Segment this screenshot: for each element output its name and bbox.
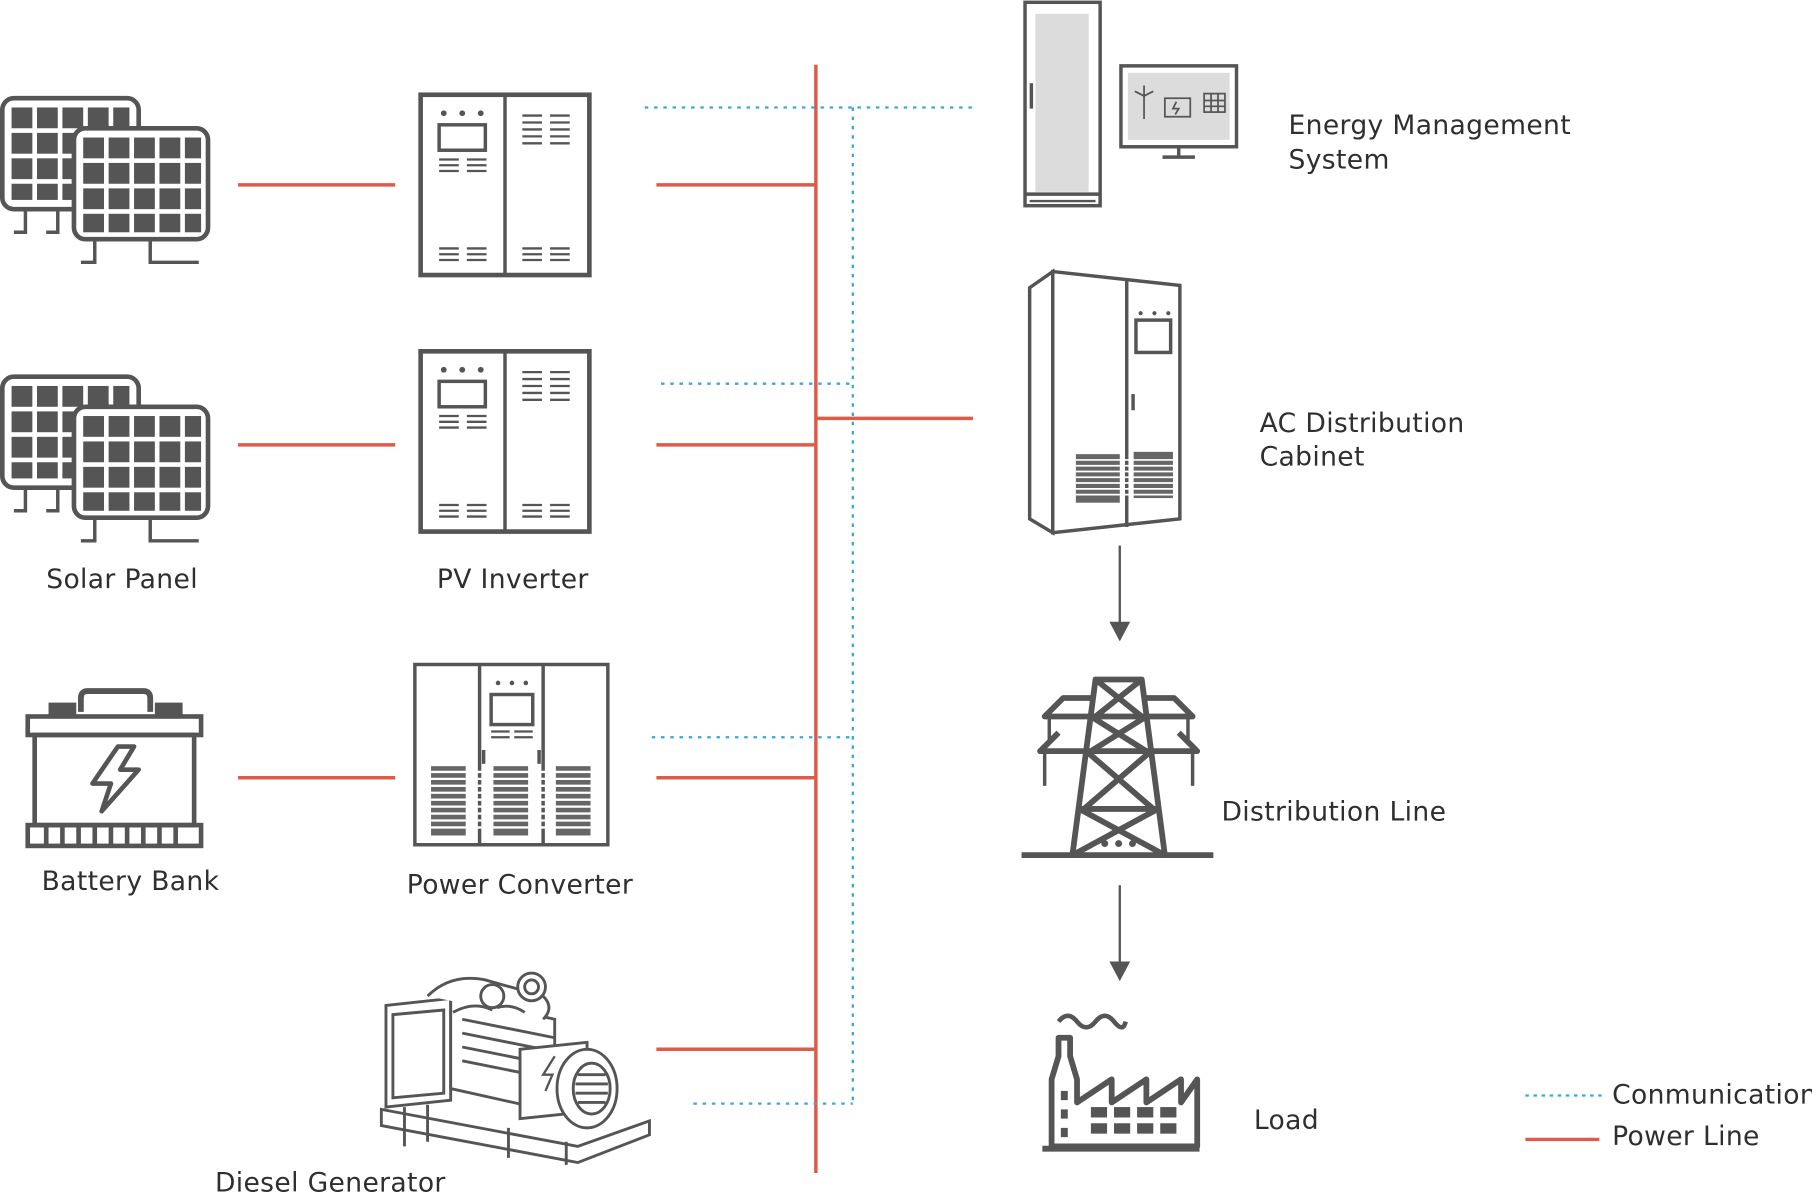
pv-inverter-label: PV Inverter [436,565,589,596]
power-converter-label: Power Converter [406,870,634,901]
solar-panel-icon [2,377,208,541]
distribution-line-label: Distribution Line [1221,797,1447,828]
arrow-down-icon [1109,545,1131,642]
transmission-tower-icon [1021,676,1214,859]
battery-icon [25,688,204,849]
ems-label-line1: Energy Management [1288,110,1571,141]
pv-inverter-icon [421,351,590,531]
factory-icon [1042,1013,1201,1152]
diesel-generator-label: Diesel Generator [214,1168,446,1199]
legend-power-line-label: Power Line [1612,1122,1760,1153]
battery-bank-label: Battery Bank [41,866,220,897]
power-converter-icon [413,662,610,847]
solar-panel-label: Solar Panel [46,565,198,596]
power-lines [238,64,974,1173]
ems-label-line2: System [1288,145,1390,176]
ac-distribution-cabinet-icon [1027,268,1182,536]
ems-monitor-icon [1119,64,1239,159]
communication-lines [644,106,974,1105]
ac-cabinet-label-line2: Cabinet [1259,442,1365,473]
solar-panel-icon [2,98,208,262]
legend [1525,1094,1602,1142]
ems-cabinet-icon [1023,0,1102,208]
pv-inverter-icon [421,95,590,275]
load-label: Load [1253,1105,1320,1136]
legend-communication-label: Conmunication [1612,1080,1812,1111]
arrow-down-icon [1109,885,1131,982]
ac-cabinet-label-line1: AC Distribution [1259,409,1465,440]
diesel-generator-icon [379,971,651,1165]
